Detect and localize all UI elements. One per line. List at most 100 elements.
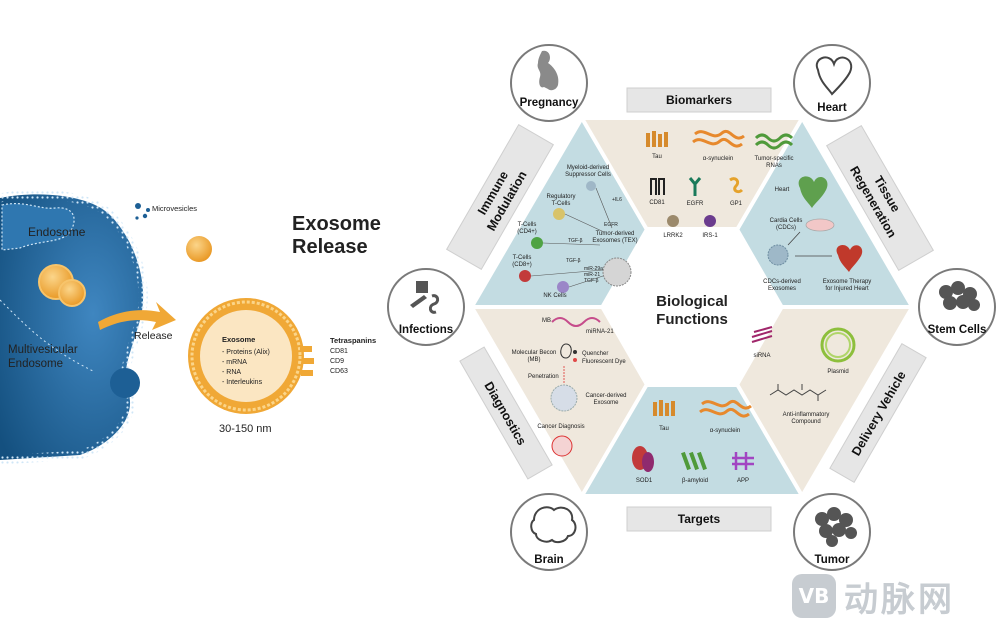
watermark-text: 动脉网 (844, 579, 955, 620)
therapy-line1: Exosome Therapy (823, 279, 872, 285)
center-label-line1: Biological (656, 293, 728, 310)
pregnancy-icon (537, 50, 559, 91)
immune-modulation-contents: Myeloid-derived Suppressor Cells Regulat… (512, 165, 637, 299)
sirna-label: siRNA (753, 353, 770, 359)
stem-cells-icon (939, 281, 980, 311)
exosome-release-title-line2: Release (292, 236, 368, 258)
penetration-label: Penetration (528, 374, 559, 380)
target-sod1: SOD1 (636, 478, 653, 484)
egfr-arrow-label: EGFR (604, 222, 618, 228)
exosome-release-panel: Exosome Release Endosome Microvesicles M… (0, 189, 381, 465)
biomarker-gp1: GP1 (730, 201, 743, 207)
mdsc-line1: Myeloid-derived (567, 165, 609, 171)
compound-line1: Anti-inflammatory (783, 412, 830, 418)
mirna-label: miRNA-21 (586, 329, 614, 335)
svg-text:Infections: Infections (399, 324, 453, 336)
mir-line3: TGF-β (584, 278, 599, 284)
microvesicles-label: Microvesicles (152, 204, 197, 213)
intraluminal-vesicle (58, 279, 86, 307)
cdc-exosomes-line2: Exosomes (768, 286, 796, 292)
microvesicles-dots (135, 203, 150, 220)
exosome-item: - mRNA (222, 359, 247, 366)
exosome-item: - Interleukins (222, 379, 263, 386)
mir-line2: miR-21 (584, 272, 600, 278)
tissue-regeneration-contents: Heart Cardia Cells (CDCs) CDCs-derived E… (763, 176, 871, 292)
released-exosome (186, 236, 212, 262)
svg-text:Biomarkers: Biomarkers (666, 93, 732, 107)
heart-icon (815, 56, 853, 96)
il6-label: +IL6 (612, 197, 622, 203)
treg-line2: T-Cells (552, 201, 571, 207)
beacon-line1: Molecular Becon (512, 350, 557, 356)
compound-line2: Compound (791, 419, 820, 425)
center-hexagon (600, 227, 784, 387)
svg-text:Brain: Brain (534, 554, 563, 566)
tab-targets: Targets (626, 506, 772, 532)
diagnostics-contents: MB miRNA-21 Molecular Becon (MB) Quenche… (512, 317, 627, 457)
biomarker-cd81: CD81 (649, 200, 665, 206)
tab-biomarkers: Biomarkers (626, 87, 772, 113)
cd4-line1: T-Cells (518, 222, 537, 228)
biomarker-tau: Tau (652, 154, 662, 160)
brain-icon (530, 506, 577, 544)
tex-line2: Exosomes (TEX) (592, 238, 637, 244)
watermark: VB 动脉网 (792, 570, 996, 622)
circle-tumor: Tumor (793, 493, 871, 571)
hex-segment-biomarkers (583, 120, 801, 307)
tetraspanin-item: CD63 (330, 368, 348, 375)
beacon-line2: (MB) (528, 357, 541, 363)
budding-vesicle (110, 368, 140, 398)
targets-contents: Tau α-synuclein SOD1 β-amyloid APP (632, 399, 754, 484)
target-app: APP (737, 478, 749, 484)
target-beta-amyloid: β-amyloid (682, 478, 708, 484)
cdc-line1: Cardia Cells (770, 218, 803, 224)
tex-line1: Tumor-derived (596, 231, 635, 237)
cd8-line1: T-Cells (513, 255, 532, 261)
biomarker-lrrk2: LRRK2 (663, 233, 683, 239)
circle-brain: Brain (510, 493, 588, 571)
biomarkers-contents: Tau α-synuclein Tumor-specific RNAs CD81… (646, 129, 794, 239)
svg-text:Targets: Targets (678, 512, 721, 526)
mir-line1: miR-29a (584, 266, 603, 272)
plasmid-label: Plasmid (827, 369, 848, 375)
target-tau: Tau (659, 426, 669, 432)
fluorescent-dye-label: Fluorescent Dye (582, 359, 626, 365)
biomarker-egfr: EGFR (687, 201, 704, 207)
cancer-diagnosis-label: Cancer Diagnosis (537, 424, 584, 430)
svg-text:Pregnancy: Pregnancy (520, 97, 579, 109)
tumor-icon (815, 507, 857, 547)
cdc-line2: (CDCs) (776, 225, 796, 231)
center-label-line2: Functions (656, 311, 728, 328)
cd8-line2: (CD8+) (512, 262, 532, 268)
cancer-exosome-line1: Cancer-derived (585, 393, 626, 399)
release-label: Release (134, 330, 173, 342)
biomarker-rna-line1: Tumor-specific (754, 156, 793, 162)
tetraspanin-item: CD81 (330, 348, 348, 355)
tetraspanins-heading: Tetraspanins (330, 336, 376, 345)
treg-line1: Regulatory (546, 194, 575, 200)
biomarker-alpha-synuclein: α-synuclein (703, 156, 733, 162)
exosome-item: - RNA (222, 369, 241, 376)
circle-pregnancy: Pregnancy (510, 44, 588, 122)
biomarker-irs1: IRS-1 (702, 233, 718, 239)
svg-text:Heart: Heart (817, 102, 847, 114)
watermark-logo-badge: VB (792, 574, 836, 618)
circle-infections: Infections (387, 268, 465, 346)
cdc-exosomes-line1: CDCs-derived (763, 279, 801, 285)
quencher-label: Quencher (582, 351, 608, 357)
tissue-heart-label: Heart (775, 187, 790, 193)
therapy-line2: for Injured Heart (825, 286, 869, 292)
exosome-size-label: 30-150 nm (219, 423, 272, 435)
multivesicular-endosome-label-line2: Endosome (8, 358, 63, 370)
mb-label: MB (542, 318, 551, 324)
tgfb-label-2: TGF-β (566, 258, 581, 264)
nk-cells-label: NK Cells (543, 293, 566, 299)
tgfb-label-1: TGF-β (568, 238, 583, 244)
endosome-label: Endosome (28, 225, 86, 239)
exosome-item: - Proteins (Alix) (222, 349, 270, 356)
circle-heart: Heart (793, 44, 871, 122)
delivery-vehicle-contents: siRNA Plasmid Anti-inflammatory Compound (751, 326, 856, 425)
mdsc-line2: Suppressor Cells (565, 172, 611, 178)
cancer-exosome-line2: Exosome (593, 400, 619, 406)
